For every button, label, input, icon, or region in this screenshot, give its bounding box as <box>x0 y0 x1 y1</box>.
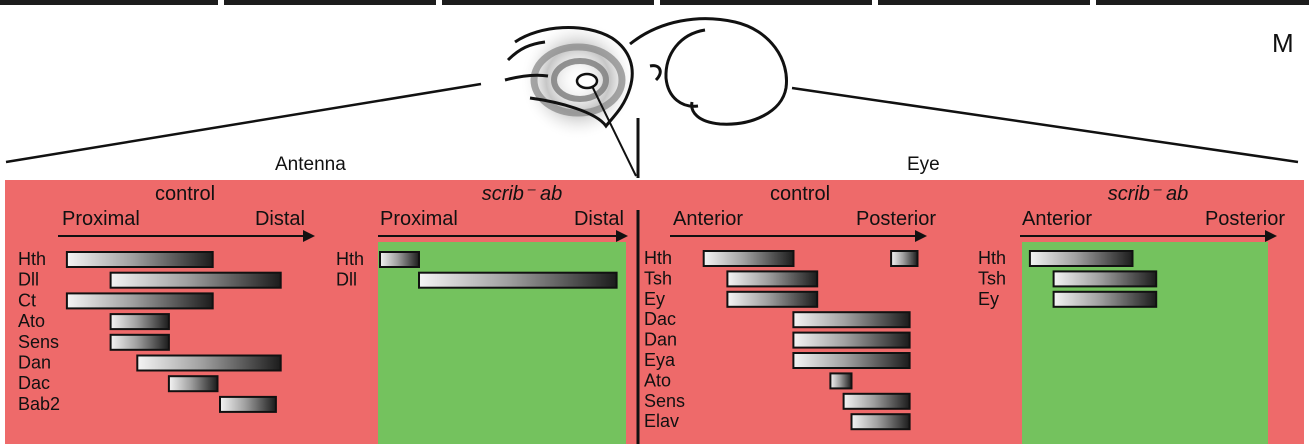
gene-label-hth: Hth <box>978 248 1006 268</box>
gene-label-hth: Hth <box>644 248 672 268</box>
antenna-label: Antenna <box>275 154 346 175</box>
expression-bar-eya <box>793 353 909 368</box>
expression-bar-hth <box>67 252 213 267</box>
axis-left-label: Proximal <box>62 208 140 230</box>
gene-label-eya: Eya <box>644 350 676 370</box>
expression-bar-ct <box>67 293 213 308</box>
expression-bar-sens <box>844 394 910 409</box>
expression-bar-dac <box>169 376 218 391</box>
axis-right-label: Distal <box>255 208 305 230</box>
axis-right-label: Distal <box>574 208 624 230</box>
axis-left-label: Anterior <box>673 208 743 230</box>
expression-bar-ey <box>1054 292 1157 307</box>
gene-label-dac: Dac <box>18 373 50 393</box>
expression-bar-bab2 <box>220 397 276 412</box>
condition-label: control <box>770 183 830 205</box>
top-image-strip <box>0 0 1309 5</box>
expression-bar-elav <box>852 414 910 429</box>
eye-label: Eye <box>907 154 940 175</box>
expression-bar-dan <box>137 356 280 371</box>
axis-right-label: Posterior <box>856 208 936 230</box>
gene-label-dac: Dac <box>644 309 676 329</box>
panel-letter: M <box>1272 28 1294 58</box>
expression-bar-hth <box>704 251 794 266</box>
expression-bar-ato <box>830 373 851 388</box>
gene-label-hth: Hth <box>336 249 364 269</box>
gene-label-dll: Dll <box>18 270 39 290</box>
expression-bar-tsh <box>727 271 817 286</box>
expression-bar-tsh <box>1054 271 1157 286</box>
gene-label-ato: Ato <box>18 311 45 331</box>
expression-bar-hth <box>891 251 917 266</box>
expression-bar-dac <box>793 312 909 327</box>
gene-label-ey: Ey <box>978 289 999 309</box>
expression-bar-dll <box>419 273 617 288</box>
gene-label-ato: Ato <box>644 370 671 390</box>
gene-label-sens: Sens <box>644 391 685 411</box>
expression-bar-hth <box>1030 251 1133 266</box>
gene-label-sens: Sens <box>18 332 59 352</box>
expression-bar-hth <box>380 252 419 267</box>
gene-label-tsh: Tsh <box>978 268 1006 288</box>
gene-label-dan: Dan <box>18 353 51 373</box>
expression-bar-dan <box>793 333 909 348</box>
axis-left-label: Anterior <box>1022 208 1092 230</box>
expression-bar-dll <box>111 273 281 288</box>
condition-label: control <box>155 183 215 205</box>
gene-label-dll: Dll <box>336 270 357 290</box>
expression-bar-sens <box>111 335 169 350</box>
expression-bar-ey <box>727 292 817 307</box>
gene-label-tsh: Tsh <box>644 268 672 288</box>
gene-label-bab2: Bab2 <box>18 394 60 414</box>
gene-label-ey: Ey <box>644 289 665 309</box>
axis-right-label: Posterior <box>1205 208 1285 230</box>
expression-bar-ato <box>111 314 169 329</box>
eye-antennal-disc-schematic <box>6 19 1298 178</box>
condition-label: scrib⁻ ab <box>1108 183 1189 205</box>
axis-left-label: Proximal <box>380 208 458 230</box>
gene-label-hth: Hth <box>18 249 46 269</box>
condition-label: scrib⁻ ab <box>482 183 563 205</box>
gene-label-ct: Ct <box>18 290 36 310</box>
gene-label-elav: Elav <box>644 411 679 431</box>
gene-label-dan: Dan <box>644 330 677 350</box>
